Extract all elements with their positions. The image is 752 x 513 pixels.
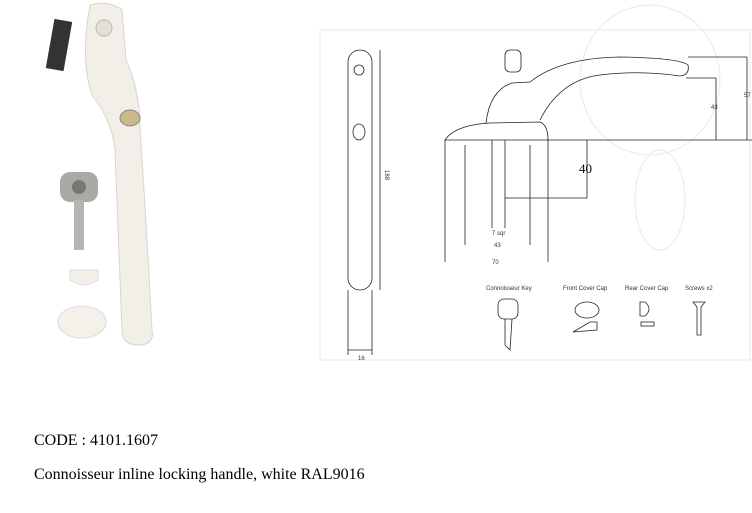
dim-188: 188 xyxy=(383,170,389,181)
product-code: CODE : 4101.1607 xyxy=(34,432,158,449)
key-image xyxy=(60,172,98,250)
screw-icon xyxy=(692,301,706,336)
front-cover-cap-image xyxy=(69,269,99,286)
front-cover-cap-icon xyxy=(572,301,600,333)
label-connoisseur-key: Connoisseur Key xyxy=(486,286,532,292)
product-photo xyxy=(45,2,153,346)
side-view xyxy=(347,49,381,355)
dim-16: 16 xyxy=(358,356,365,362)
dim-40: 40 xyxy=(579,161,592,176)
label-front-cover-cap: Front Cover Cap xyxy=(563,286,608,292)
technical-drawing: 16 188 40 57 43 7 sqr 43 70 Connoisseur … xyxy=(319,4,752,362)
handle-image xyxy=(45,2,153,346)
rear-cover-cap-image xyxy=(57,305,107,339)
dim-7sqr: 7 sqr xyxy=(492,231,505,237)
front-view xyxy=(444,49,752,262)
background-watermark xyxy=(319,4,751,361)
dim-43-centres: 43 xyxy=(494,243,501,249)
dim-43-grip: 43 xyxy=(711,105,718,111)
dim-70: 70 xyxy=(492,260,499,266)
label-screws: Screws x2 xyxy=(685,286,713,292)
product-description: Connoisseur inline locking handle, white… xyxy=(34,466,365,483)
label-rear-cover-cap: Rear Cover Cap xyxy=(625,286,669,292)
dim-57: 57 xyxy=(744,93,751,99)
key-icon xyxy=(497,298,519,351)
rear-cover-cap-icon xyxy=(639,301,655,327)
